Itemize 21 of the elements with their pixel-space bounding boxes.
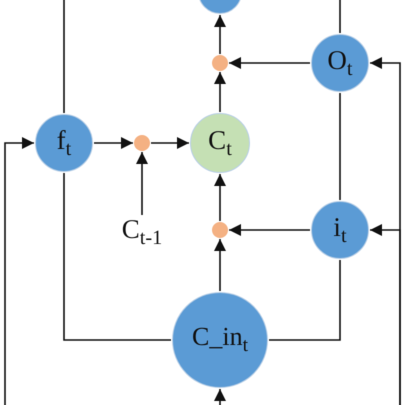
arrow <box>214 174 226 221</box>
multiply-dot <box>212 222 228 238</box>
arrow <box>370 224 401 405</box>
arrow <box>229 224 310 236</box>
arrow <box>214 15 226 54</box>
arrow <box>214 389 226 405</box>
arrow <box>214 72 226 112</box>
node-label: C$_{t-1}$ <box>122 216 162 248</box>
arrow <box>94 137 133 149</box>
node-label: C$_{t}$ <box>208 126 232 160</box>
arrow <box>4 137 34 405</box>
arrow <box>214 239 226 291</box>
multiply-dot <box>212 55 228 71</box>
node-label: i$_{t}$ <box>333 214 347 246</box>
node-label: f$_{t}$ <box>56 126 72 160</box>
arrow <box>136 152 148 215</box>
node-label: C_in$_{t}$ <box>192 324 248 356</box>
arrow <box>229 57 310 69</box>
arrow <box>151 137 189 149</box>
multiply-dot <box>134 135 150 151</box>
node-label: O$_{t}$ <box>327 46 353 80</box>
